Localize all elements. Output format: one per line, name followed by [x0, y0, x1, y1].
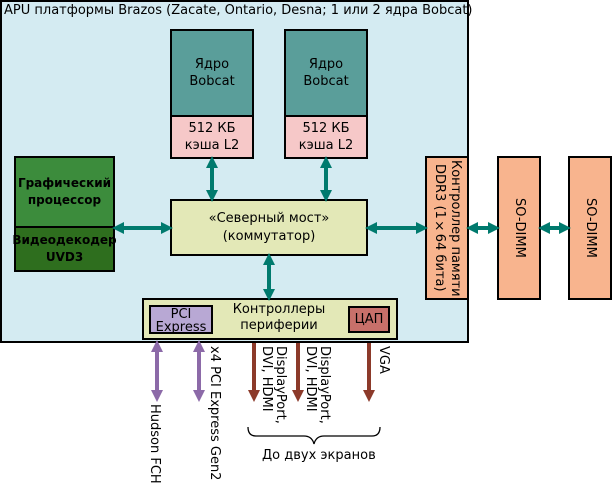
gpu-line2: процессор [27, 193, 102, 207]
displayport-2-line1: DisplayPort, [317, 346, 332, 424]
displays-note: До двух экранов [262, 448, 376, 463]
core-1-cache-line2: кэша L2 [184, 138, 240, 153]
memory-controller-line1: Контроллер памяти [448, 159, 463, 297]
so-dimm-2: SO-DIMM [568, 156, 612, 300]
so-dimm-1: SO-DIMM [497, 156, 541, 300]
core-2-cache-line1: 512 КБ [302, 121, 350, 136]
northbridge-block: «Северный мост» (коммутатор) [170, 199, 368, 256]
so-dimm-1-label: SO-DIMM [512, 198, 527, 258]
displayport-1-line1: DisplayPort, [273, 346, 288, 424]
displayport-1-label: DisplayPort,DVI, HDMI [259, 346, 288, 424]
displayport-1-line2: DVI, HDMI [259, 346, 274, 412]
core-1-label-line1: Ядро [194, 57, 230, 72]
memory-controller-line2: DDR3 (1×64 бита) [432, 164, 447, 292]
so-dimm-2-label: SO-DIMM [583, 198, 598, 258]
pci-express-line1: PCI [170, 307, 192, 322]
core-2-label-line1: Ядро [308, 57, 344, 72]
peripheral-line1: Контроллеры [232, 302, 326, 317]
pcie-gen2-label: x4 PCI Express Gen2 [207, 346, 222, 481]
video-decoder-line1: Видеодекодер [12, 233, 117, 247]
dac-label: ЦАП [354, 312, 384, 327]
pci-express-line2: Express [155, 320, 207, 335]
dac-block: ЦАП [348, 306, 390, 333]
core-2-label-line2: Bobcat [303, 74, 349, 89]
displayport-2-label: DisplayPort,DVI, HDMI [303, 346, 332, 424]
hudson-fch-label: Hudson FCH [147, 404, 162, 484]
apu-title: APU платформы Brazos (Zacate, Ontario, D… [4, 3, 473, 18]
northbridge-line1: «Северный мост» [208, 210, 330, 226]
core-1-label-line2: Bobcat [189, 74, 235, 89]
gpu-block: Графический процессор [14, 156, 115, 228]
video-decoder-line2: UVD3 [45, 250, 84, 264]
gpu-line1: Графический [17, 176, 112, 190]
core-2-cache-line2: кэша L2 [298, 138, 354, 153]
northbridge-line2: (коммутатор) [222, 228, 316, 244]
peripheral-line2: периферии [240, 318, 318, 333]
core-1-cache-line1: 512 КБ [188, 121, 236, 136]
displays-bracket [247, 426, 381, 445]
core-2-l2-cache: 512 КБ кэша L2 [284, 115, 368, 159]
vga-label: VGA [376, 346, 391, 374]
displayport-2-line2: DVI, HDMI [303, 346, 318, 412]
